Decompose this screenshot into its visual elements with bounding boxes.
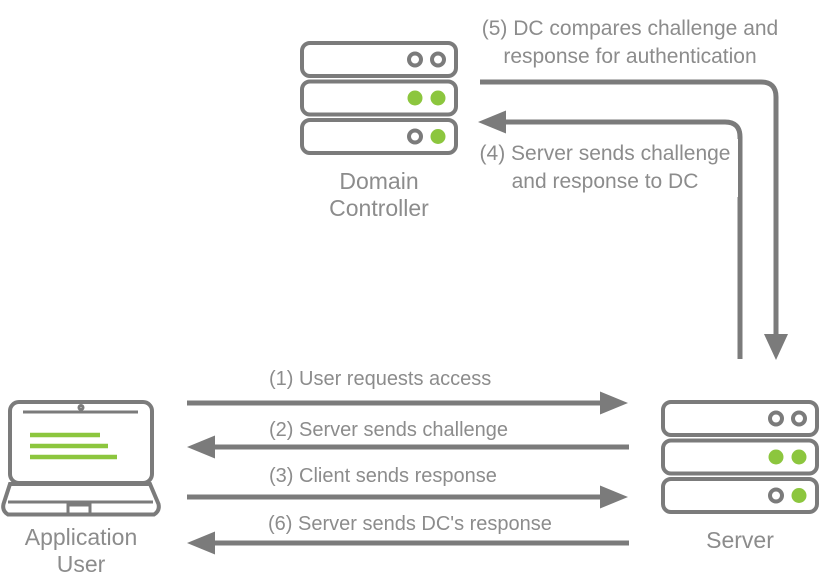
server-led-off [791, 410, 807, 427]
server-led-off [768, 487, 784, 504]
step2-label: (2) Server sends challenge [264, 417, 514, 443]
arrowhead-down-icon [764, 334, 788, 360]
dc-led-on [407, 90, 423, 106]
application-user-label: Application User [24, 524, 138, 577]
arrowhead-left-icon [478, 110, 506, 134]
server-led-off [768, 410, 784, 427]
server-rack-unit [661, 477, 819, 514]
dc-led-off [407, 128, 423, 145]
laptop-base [1, 482, 161, 517]
arrow-step6-left [187, 531, 629, 555]
arrowhead-left-icon [187, 531, 215, 555]
dc-rack-unit [300, 41, 458, 78]
server-label: Server [706, 527, 774, 553]
server-rack-unit [661, 438, 819, 476]
step1-label: (1) User requests access [264, 366, 497, 392]
step6-label: (6) Server sends DC's response [263, 511, 557, 537]
domain-controller-icon [300, 41, 458, 155]
step3-label: (3) Client sends response [264, 463, 502, 489]
dc-rack-unit [300, 118, 458, 155]
laptop-screen [8, 400, 154, 485]
domain-controller-label: Domain Controller [329, 168, 429, 221]
arrow-step3-right [187, 485, 628, 509]
dc-rack-unit [300, 79, 458, 117]
laptop-camera-dot [77, 404, 85, 411]
arrow-step2-left [187, 435, 629, 459]
dc-led-off [430, 51, 446, 68]
dc-led-on [430, 90, 446, 106]
step4-label: (4) Server sends challenge and response … [472, 139, 738, 197]
arrow-line [505, 119, 743, 359]
arrowhead-right-icon [600, 485, 628, 509]
dc-led-on [430, 129, 446, 144]
dc-led-off [407, 51, 423, 68]
server-rack-unit [661, 400, 819, 437]
server-led-on [791, 488, 807, 503]
laptop-trackpad [66, 503, 92, 516]
arrow-line [480, 79, 779, 335]
arrow-step1-right [187, 391, 628, 415]
arrow-step4-up-left [478, 110, 743, 359]
server-led-on [791, 449, 807, 465]
step5-label: (5) DC compares challenge and response f… [470, 14, 790, 72]
arrowhead-left-icon [187, 435, 215, 459]
arrow-step5-right-down [480, 79, 788, 360]
server-icon [661, 400, 819, 514]
arrowhead-right-icon [600, 391, 628, 415]
server-led-on [768, 449, 784, 465]
laptop-icon [1, 400, 161, 517]
